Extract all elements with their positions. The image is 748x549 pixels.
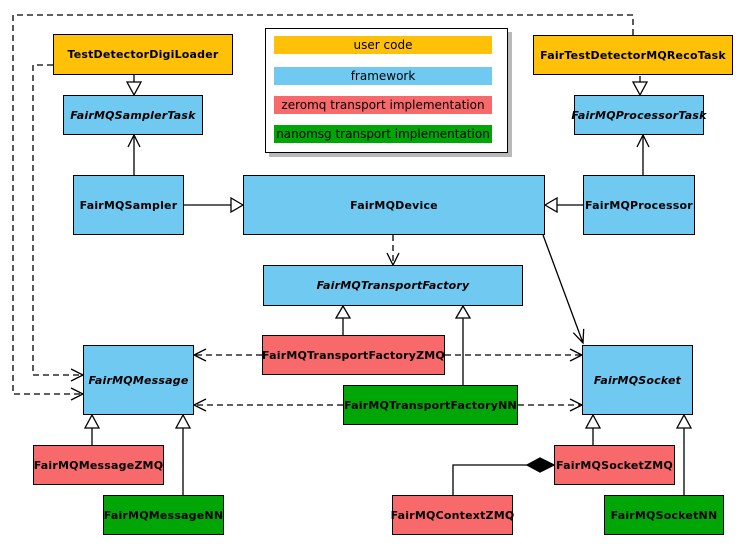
class-box-fairmqdevice: FairMQDevice	[243, 175, 545, 235]
edge-factorynn-depends-socket	[518, 398, 584, 412]
legend-item-framework: framework	[274, 67, 492, 85]
edge-digiloader-inherits-samplertask	[125, 75, 143, 97]
legend-item-nanomsg: nanomsg transport implementation	[274, 125, 492, 143]
edge-processor-uses-processortask	[636, 133, 650, 175]
class-box-fairmqmessagezmq: FairMQMessageZMQ	[33, 445, 164, 485]
class-box-fairmqsocketnn: FairMQSocketNN	[604, 495, 724, 535]
edge-device-depends-transportfactory	[386, 235, 400, 267]
edge-device-uses-socket	[542, 234, 585, 345]
class-box-fairmqsocket: FairMQSocket	[582, 345, 693, 415]
edge-messagezmq-inherits-message	[83, 413, 101, 445]
edge-factorynn-depends-message	[192, 398, 343, 412]
legend-item-zeromq: zeromq transport implementation	[274, 96, 492, 114]
edge-socketnn-inherits-socket	[675, 413, 693, 495]
legend-item-user-code: user code	[274, 36, 492, 54]
class-box-fairmqmessage: FairMQMessage	[83, 345, 194, 415]
edge-factoryzmq-depends-message	[192, 348, 262, 362]
edge-processor-inherits-device	[543, 196, 583, 214]
edge-factoryzmq-depends-socket	[445, 348, 584, 362]
edge-socketzmq-composes-contextzmq	[452, 457, 556, 495]
class-box-fairmqtransportfactory: FairMQTransportFactory	[263, 265, 523, 306]
edge-sampler-inherits-device	[184, 196, 245, 214]
edge-socketzmq-inherits-socket	[584, 413, 602, 445]
class-box-fairmqcontextzmq: FairMQContextZMQ	[391, 495, 514, 535]
class-box-fairmqsamplertask: FairMQSamplerTask	[63, 95, 203, 135]
class-box-fairmqsampler: FairMQSampler	[73, 175, 184, 235]
class-box-testdetectordigiloader: TestDetectorDigiLoader	[53, 34, 233, 75]
class-box-fairmqtransportfactorynn: FairMQTransportFactoryNN	[343, 385, 518, 425]
class-box-fairtestdetectormqrecotask: FairTestDetectorMQRecoTask	[533, 35, 733, 75]
edge-recotask-inherits-processortask	[631, 76, 649, 97]
edge-messagenn-inherits-message	[174, 413, 192, 495]
class-box-fairmqmessagenn: FairMQMessageNN	[103, 495, 224, 535]
class-box-fairmqprocessortask: FairMQProcessorTask	[571, 95, 706, 135]
class-box-fairmqtransportfactoryzmq: FairMQTransportFactoryZMQ	[262, 335, 445, 375]
edge-factoryzmq-inherits-transportfactory	[334, 304, 352, 335]
edge-sampler-uses-samplertask	[127, 133, 141, 175]
class-box-fairmqsocketzmq: FairMQSocketZMQ	[554, 445, 675, 485]
edge-factorynn-inherits-transportfactory	[454, 304, 472, 385]
class-box-fairmqprocessor: FairMQProcessor	[583, 175, 695, 235]
